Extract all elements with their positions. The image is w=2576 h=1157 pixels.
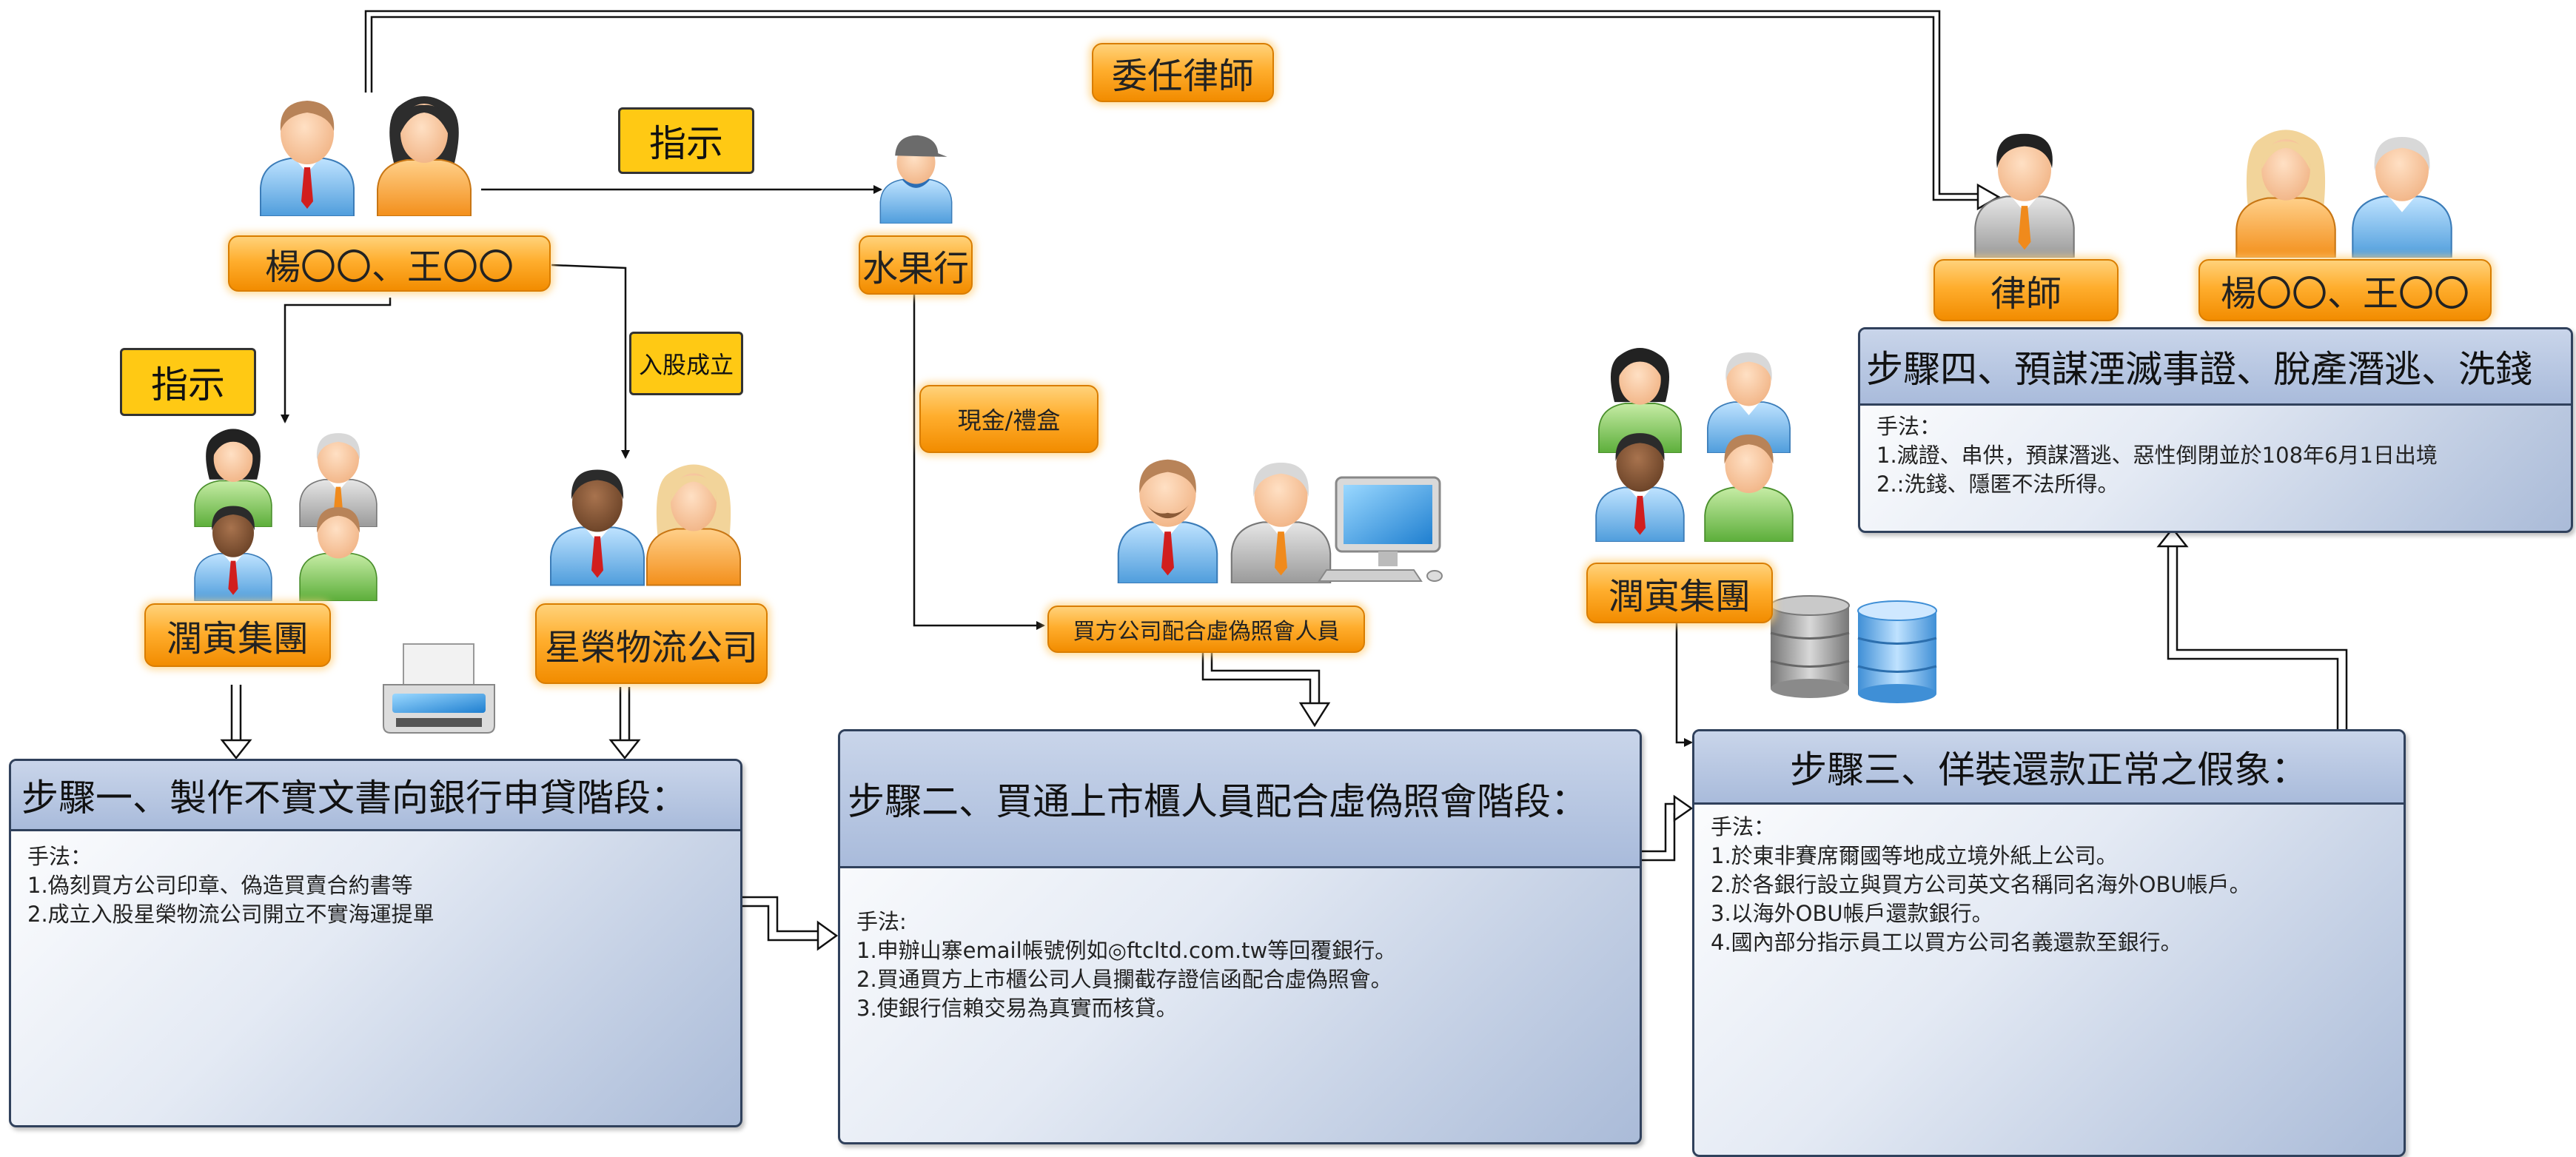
connector-delegate-lawyer (364, 10, 1978, 195)
label-buyer-staff: 買方公司配合虛偽照會人員 (1047, 606, 1365, 653)
step3-item-3: 3.以海外OBU帳戶還款銀行。 (1711, 901, 1993, 926)
person-avatar-icon-xingrong-2 (645, 463, 742, 586)
step2-body: 手法: 1.申辦山寨email帳號例如◎ftcltd.com.tw等回覆銀行。 … (856, 908, 1631, 1023)
step1-title: 步驟一、製作不實文書向銀行申貸階段： (11, 761, 740, 831)
label-yang-wang-left: 楊〇〇、王〇〇 (228, 235, 551, 292)
step3-item-4: 4.國內部分指示員工以買方公司名義還款至銀行。 (1711, 930, 2182, 955)
step3-method-label: 手法： (1711, 814, 1776, 839)
step4-item-1: 1.滅證、串供，預謀潛逃、惡性倒閉並於108年6月1日出境 (1876, 443, 2438, 468)
person-avatar-icon-fruit-shop (879, 134, 953, 224)
step2-title: 步驟二、買通上市櫃人員配合虛偽照會階段： (840, 731, 1640, 868)
step1-item-2: 2.成立入股星榮物流公司開立不實海運提單 (27, 902, 435, 927)
step1-method-label: 手法： (27, 844, 93, 869)
step3-body: 手法： 1.於東非賽席爾國等地成立境外紙上公司。 2.於各銀行設立與買方公司英文… (1711, 813, 2395, 957)
label-join-shares: 入股成立 (629, 332, 743, 395)
label-xingrong: 星榮物流公司 (535, 603, 768, 684)
step2-item-1: 1.申辦山寨email帳號例如◎ftcltd.com.tw等回覆銀行。 (856, 938, 1397, 963)
label-runyin-right: 潤寅集團 (1586, 563, 1773, 623)
step2-item-2: 2.買通買方上市櫃公司人員攔截存證信函配合虛偽照會。 (856, 967, 1392, 992)
step3-item-1: 1.於東非賽席爾國等地成立境外紙上公司。 (1711, 843, 2118, 868)
double-arrows (220, 526, 2348, 951)
label-cash-gift: 現金/禮盒 (919, 385, 1099, 453)
step3-item-2: 2.於各銀行設立與買方公司英文名稱同名海外OBU帳戶。 (1711, 872, 2251, 897)
database-icon (1770, 595, 1937, 703)
connector-runyin-step3 (1675, 622, 1693, 747)
connector-join-shares (551, 264, 630, 459)
connector-lines (281, 10, 2001, 747)
label-fruit-shop: 水果行 (859, 235, 973, 295)
person-avatar-icon-yang (260, 100, 355, 216)
step2-box: 步驟二、買通上市櫃人員配合虛偽照會階段： 手法: 1.申辦山寨email帳號例如… (838, 729, 1642, 1144)
step2-method-label: 手法: (856, 909, 907, 934)
label-lawyer: 律師 (1933, 259, 2119, 321)
label-instruct-left: 指示 (120, 348, 256, 416)
label-delegate-lawyer: 委任律師 (1092, 43, 1274, 102)
person-avatar-icon-wang-right (2352, 135, 2452, 258)
step4-item-2: 2.:洗錢、隱匿不法所得。 (1876, 472, 2119, 497)
printer-icon (383, 643, 495, 734)
person-avatar-icon-yang-right (2235, 129, 2336, 258)
person-avatar-icon-wang (377, 95, 472, 216)
person-avatar-icon-buyer-1 (1117, 458, 1218, 583)
connector-cash-gift (913, 295, 1045, 630)
step1-item-1: 1.偽刻買方公司印章、偽造買賣合約書等 (27, 873, 413, 898)
step4-method-label: 手法： (1876, 414, 1942, 439)
step4-body: 手法： 1.滅證、串供，預謀潛逃、惡性倒閉並於108年6月1日出境 2.:洗錢、… (1876, 412, 2562, 499)
step4-box: 步驟四、預謀湮滅事證、脫產潛逃、洗錢 手法： 1.滅證、串供，預謀潛逃、惡性倒閉… (1858, 327, 2573, 533)
person-avatar-icon-buyer-2 (1230, 461, 1332, 583)
desktop-computer-icon (1318, 476, 1443, 582)
label-runyin-left: 潤寅集團 (144, 603, 331, 667)
step3-box: 步驟三、佯裝還款正常之假象： 手法： 1.於東非賽席爾國等地成立境外紙上公司。 … (1692, 729, 2406, 1157)
person-avatar-icon-xingrong-1 (549, 469, 645, 586)
step1-box: 步驟一、製作不實文書向銀行申貸階段： 手法： 1.偽刻買方公司印章、偽造買賣合約… (9, 759, 742, 1127)
step3-title: 步驟三、佯裝還款正常之假象： (1694, 731, 2404, 805)
connector-instruct-runyin (281, 298, 392, 423)
step2-item-3: 3.使銀行信賴交易為真實而核貸。 (856, 996, 1178, 1021)
label-instruct-top: 指示 (618, 107, 754, 174)
step1-body: 手法： 1.偽刻買方公司印章、偽造買賣合約書等 2.成立入股星榮物流公司開立不實… (27, 842, 731, 929)
label-yang-wang-right: 楊〇〇、王〇〇 (2198, 259, 2492, 321)
step4-title: 步驟四、預謀湮滅事證、脫產潛逃、洗錢 (1860, 329, 2571, 406)
